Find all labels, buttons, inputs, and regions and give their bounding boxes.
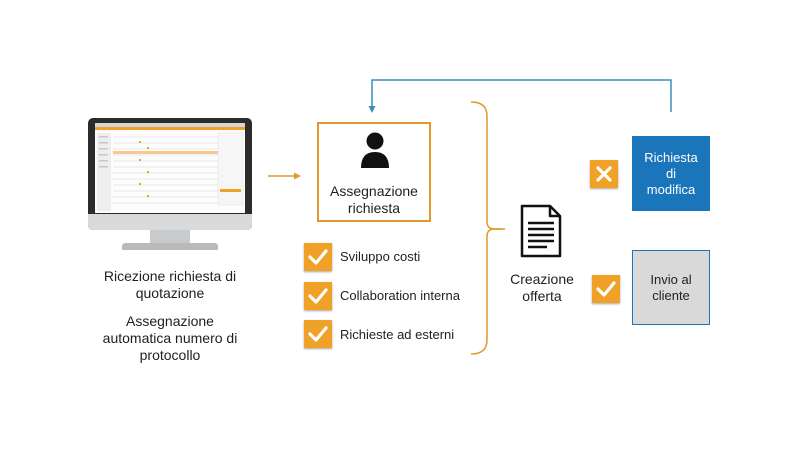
cross-icon <box>596 166 612 182</box>
monitor-base <box>122 243 218 250</box>
task-label-3: Richieste ad esterni <box>340 327 455 342</box>
caption-receipt-line2: quotazione <box>135 285 205 301</box>
user-icon <box>361 132 389 168</box>
caption-receipt-line1: Ricezione richiesta di <box>103 268 237 284</box>
task-check-3 <box>304 320 332 348</box>
check-icon <box>308 249 328 265</box>
screen-content <box>95 123 245 211</box>
arrow-to-assignment <box>268 172 301 180</box>
send-line1: Invio al <box>650 271 692 287</box>
caption-protocol-line3: protocollo <box>139 347 201 363</box>
assignment-label-line1: Assegnazione <box>330 183 418 199</box>
modification-line2: di <box>665 165 677 181</box>
offer-label-line1: Creazione <box>510 271 574 287</box>
modification-line3: modifica <box>646 181 696 197</box>
monitor-chin <box>88 214 252 230</box>
modification-line1: Richiesta <box>644 149 698 165</box>
offer-label: Creazione offerta <box>500 271 584 305</box>
task-check-2 <box>304 282 332 310</box>
assignment-label: Assegnazione richiesta <box>317 183 431 217</box>
task-label-2: Collaboration interna <box>340 288 460 303</box>
caption-receipt: Ricezione richiesta di quotazione <box>80 268 260 302</box>
approve-mark <box>592 275 620 303</box>
reject-mark <box>590 160 618 188</box>
task-check-1 <box>304 243 332 271</box>
caption-protocol-line1: Assegnazione <box>126 313 214 329</box>
modification-request-box: Richiesta di modifica <box>632 136 710 211</box>
caption-protocol: Assegnazione automatica numero di protoc… <box>80 313 260 364</box>
caption-protocol-line2: automatica numero di <box>102 330 238 346</box>
check-icon <box>596 281 616 297</box>
offer-label-line2: offerta <box>522 288 562 304</box>
tasks-bracket <box>470 101 502 355</box>
check-icon <box>308 326 328 342</box>
check-icon <box>308 288 328 304</box>
task-label-1: Sviluppo costi <box>340 249 421 264</box>
assignment-label-line2: richiesta <box>347 200 401 216</box>
send-to-client-box: Invio al cliente <box>632 250 710 325</box>
document-icon <box>520 204 562 258</box>
send-line2: cliente <box>652 287 690 303</box>
feedback-loop-arrow <box>368 79 672 113</box>
monitor-stand <box>150 230 190 244</box>
monitor-screen <box>95 123 245 213</box>
